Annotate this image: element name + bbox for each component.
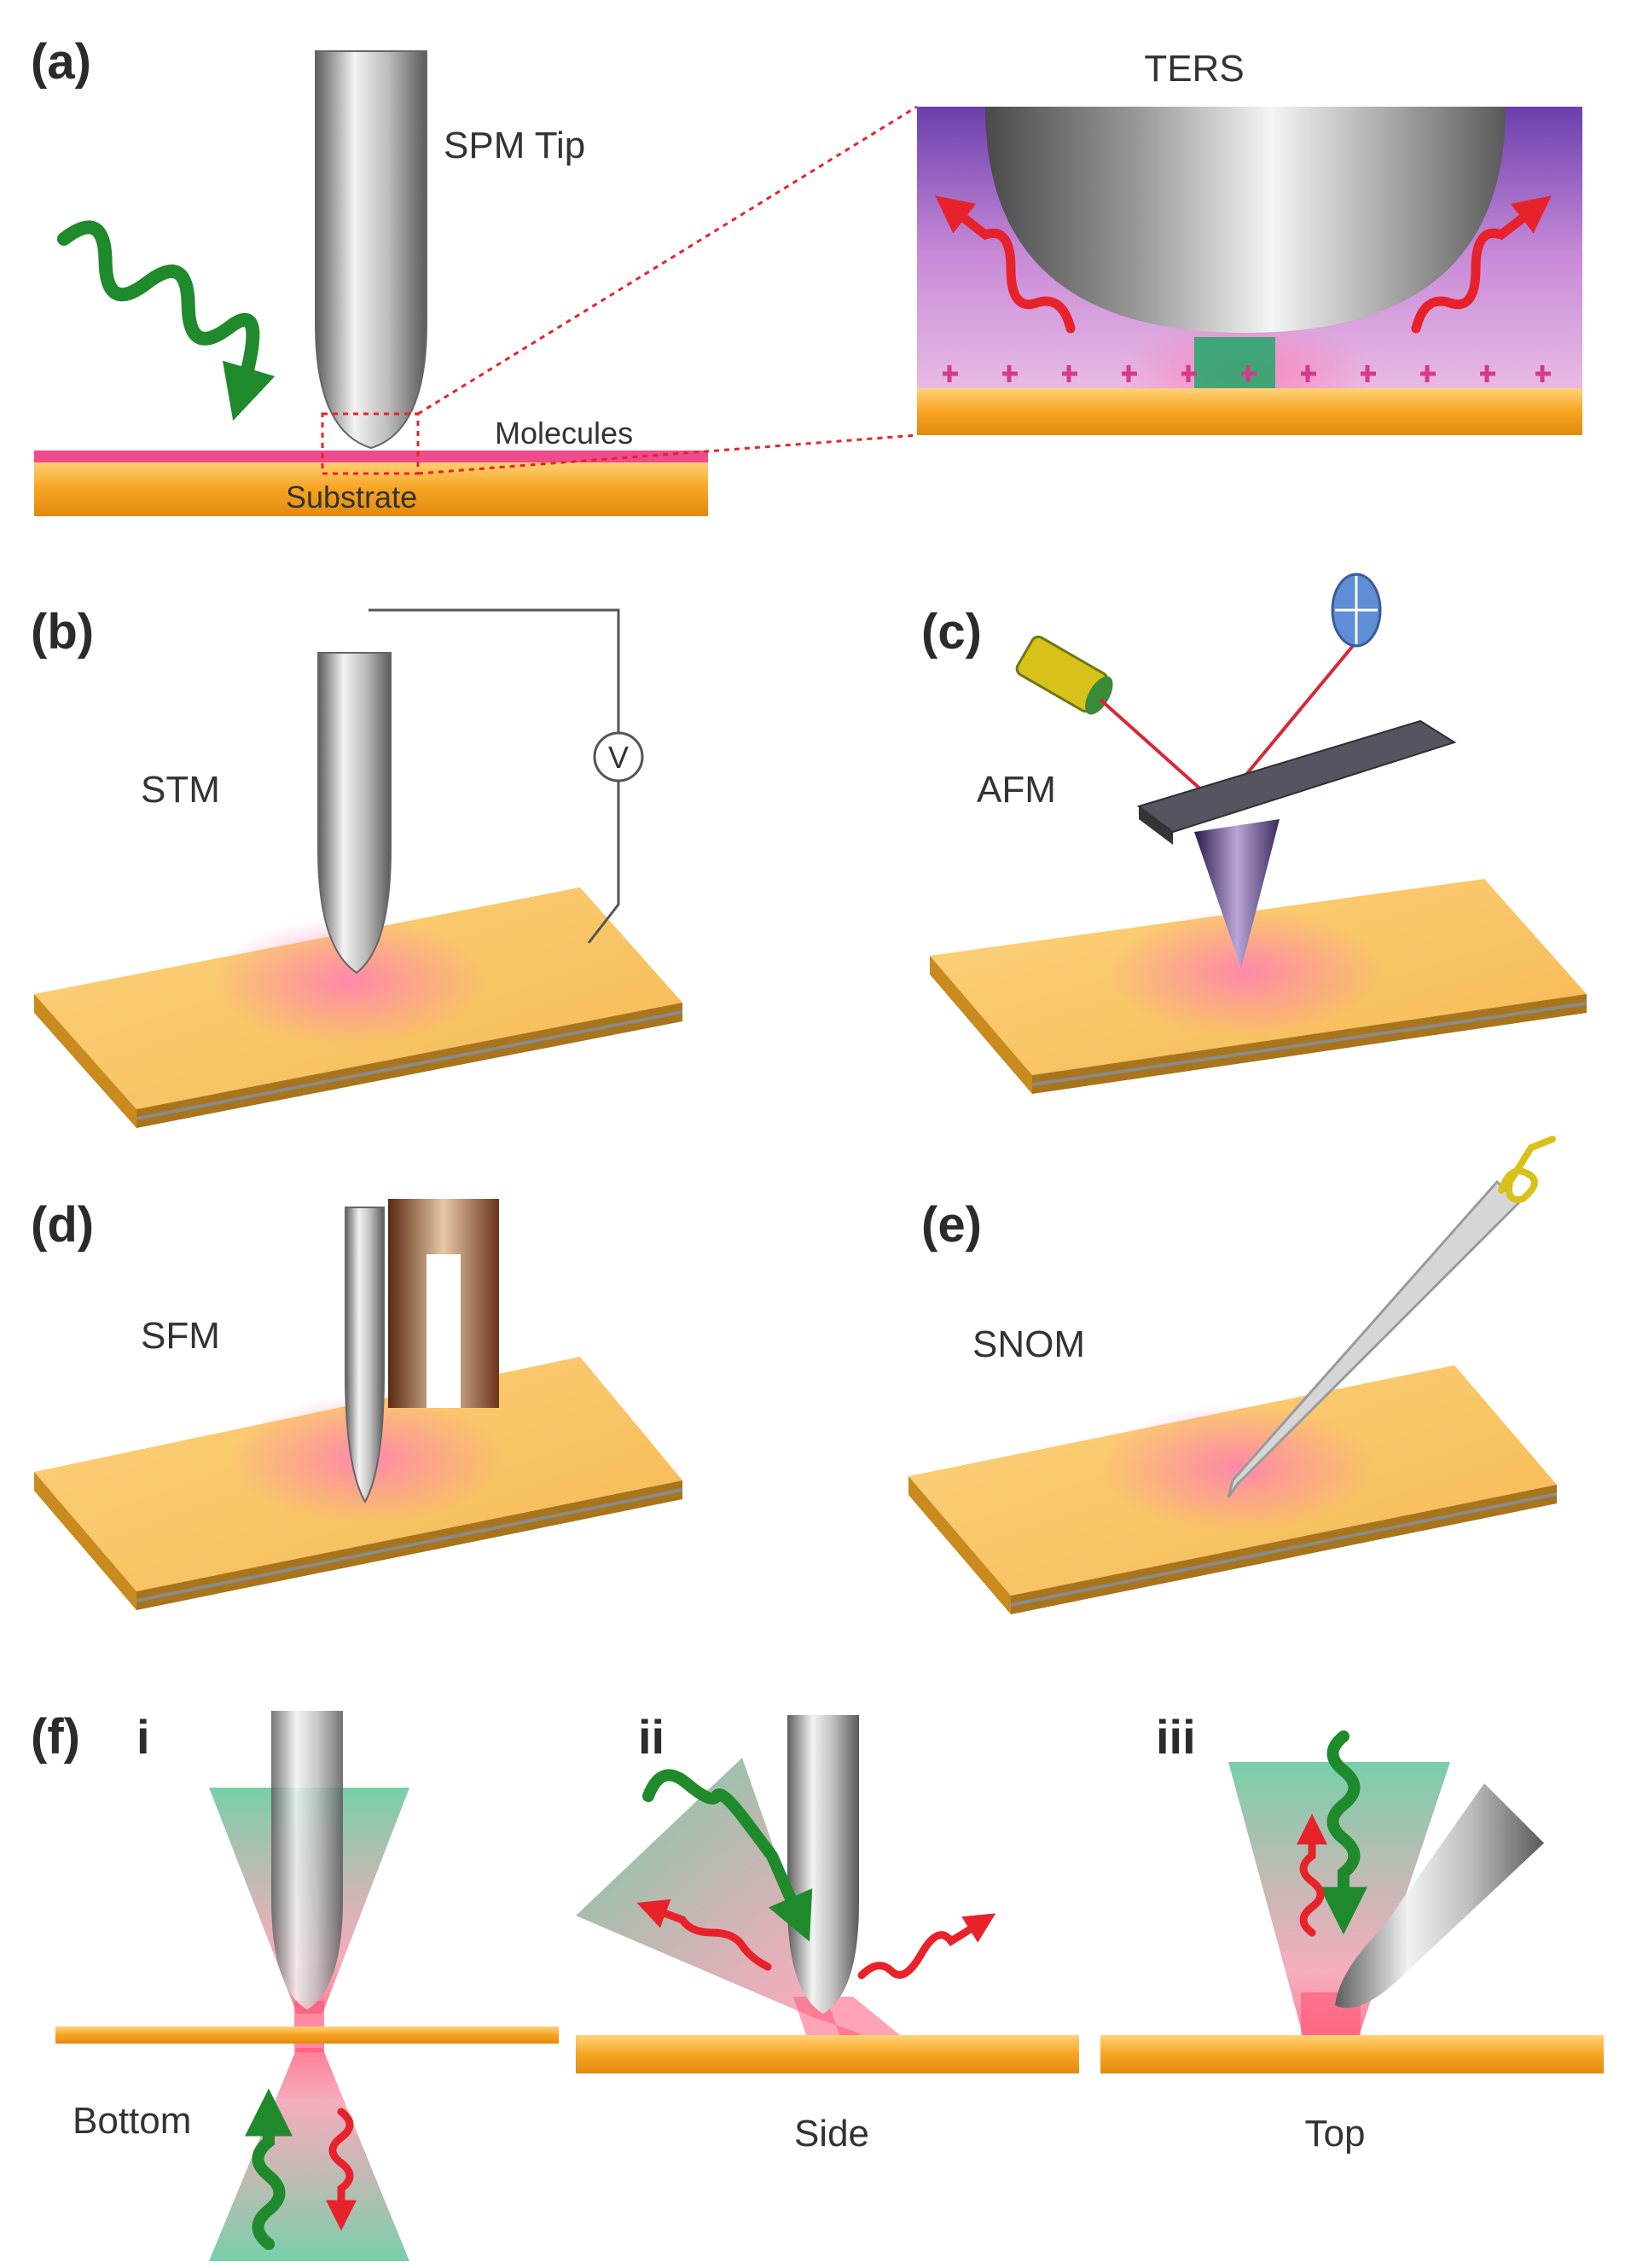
scattered-wave-left-icon: [935, 195, 1076, 334]
afm-label: AFM: [977, 769, 1056, 811]
voltmeter-label: V: [608, 740, 629, 775]
substrate-label: Substrate: [286, 480, 417, 515]
stm-tip-icon: [317, 652, 392, 974]
config-iii-numeral: iii: [1156, 1710, 1196, 1764]
substrate-side-config: [576, 2035, 1079, 2073]
config-iii-name: Top: [1305, 2113, 1366, 2155]
afm-plate: [930, 879, 1587, 1094]
panel-b: (b) STM V: [31, 604, 683, 1128]
panel-c: (c) AFM: [921, 573, 1587, 1094]
sfm-tip-icon: [345, 1207, 385, 1504]
config-top: iii Top: [1100, 1710, 1604, 2155]
stm-plate: [34, 887, 683, 1128]
config-i-name: Bottom: [73, 2100, 191, 2142]
molecule-layer: [34, 451, 708, 462]
substrate-bar: [34, 461, 708, 516]
afm-tip-icon: [1194, 819, 1280, 968]
excitation-wave-bottom-icon: [245, 2088, 293, 2250]
substrate-bottom-config: [55, 2027, 559, 2044]
panel-e: (e) SNOM: [908, 1136, 1558, 1614]
panel-f: (f) i Bottom ii Side iii: [31, 1709, 1604, 2261]
scattered-wave-bottom-icon: [326, 2108, 357, 2231]
sfm-label: SFM: [141, 1315, 220, 1357]
hot-spot: [1194, 337, 1275, 388]
config-ii-name: Side: [794, 2113, 869, 2155]
panel-d: (d) SFM: [31, 1197, 683, 1610]
tuning-fork-icon: [388, 1199, 499, 1408]
panel-e-label: (e): [921, 1197, 982, 1253]
panel-a: (a) SPM Tip Molecules Substrate TERS: [31, 34, 1582, 516]
scattered-wave-top-icon: [1297, 1813, 1327, 1937]
tip-apex-icon: [985, 107, 1506, 333]
scattered-wave-side-left-icon: [636, 1899, 772, 1971]
molecules-label: Molecules: [495, 416, 633, 451]
panel-d-label: (d): [31, 1197, 94, 1253]
excitation-wave-icon: [56, 220, 276, 422]
config-ii-numeral: ii: [638, 1710, 665, 1764]
photodetector-icon: [1331, 573, 1382, 648]
beam-side-config: [576, 1758, 947, 2073]
excitation-wave-side-icon: [642, 1769, 813, 1942]
excitation-wave-top-icon: [1320, 1730, 1367, 1935]
top-tip-icon: [1335, 1783, 1544, 2009]
fiber-coil-icon: [1498, 1136, 1556, 1203]
zoom-box: [321, 412, 420, 475]
laser-source-icon: [1015, 635, 1113, 715]
spm-tip-label: SPM Tip: [444, 125, 585, 166]
stm-label: STM: [141, 769, 220, 811]
zoom-line-bottom: [417, 433, 918, 475]
config-side: ii Side: [576, 1710, 1079, 2155]
beam-lower-bottom-config: [209, 2048, 409, 2261]
ters-inset: [917, 107, 1582, 435]
scattered-wave-side-right-icon: [857, 1913, 996, 1980]
panel-b-label: (b): [31, 604, 94, 660]
scattered-wave-right-icon: [1411, 195, 1552, 334]
spm-tip-icon: [315, 50, 427, 450]
snom-label: SNOM: [972, 1323, 1085, 1365]
panel-a-label: (a): [31, 34, 91, 90]
bottom-tip-icon: [271, 1711, 343, 2009]
substrate-top-config: [1100, 2035, 1604, 2073]
side-tip-icon: [787, 1715, 859, 2014]
panel-f-label: (f): [31, 1709, 80, 1765]
config-bottom: i Bottom: [55, 1710, 559, 2261]
sfm-plate: [34, 1357, 683, 1610]
molecule-markers: [943, 365, 1551, 382]
voltmeter-icon: [593, 731, 644, 782]
config-i-numeral: i: [136, 1710, 150, 1764]
panel-c-label: (c): [921, 604, 982, 660]
ters-title: TERS: [1144, 48, 1244, 90]
